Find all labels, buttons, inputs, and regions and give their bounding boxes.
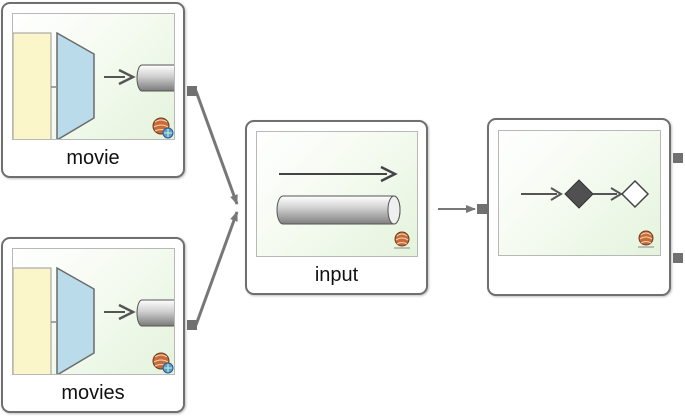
node-router-panel — [498, 130, 661, 256]
router-filter-icon — [521, 179, 654, 248]
mapper-to-channel-icon — [13, 31, 174, 139]
node-movies[interactable]: movies — [1, 237, 185, 413]
mapper-to-channel-icon — [13, 266, 174, 374]
node-movie-label: movie — [66, 147, 120, 169]
node-router-output-port-bottom[interactable] — [673, 253, 683, 263]
node-router-input-port[interactable] — [477, 204, 487, 214]
node-router[interactable] — [487, 118, 671, 296]
node-input-label: input — [314, 264, 359, 286]
node-movie-panel — [12, 13, 175, 140]
node-router-output-port-top[interactable] — [673, 153, 683, 163]
message-channel-icon — [276, 165, 410, 249]
node-input[interactable]: input — [245, 120, 428, 295]
node-movies-panel — [12, 248, 175, 375]
node-movie-output-port[interactable] — [187, 86, 197, 96]
node-movies-label: movies — [61, 382, 125, 404]
node-movie[interactable]: movie — [1, 2, 185, 178]
node-input-panel — [256, 131, 418, 257]
edge-movies-to-input[interactable] — [194, 211, 239, 326]
node-movies-output-port[interactable] — [187, 320, 197, 330]
edge-movie-to-input[interactable] — [194, 90, 239, 205]
